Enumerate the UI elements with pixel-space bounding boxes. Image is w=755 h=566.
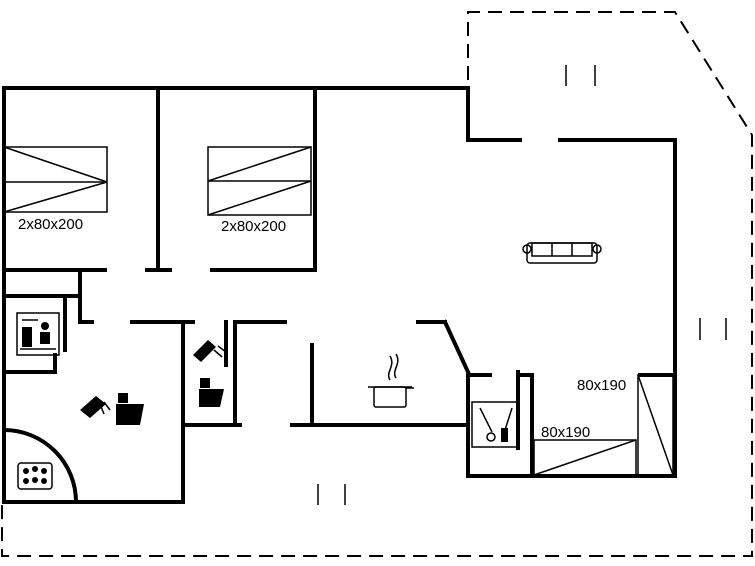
washing-icon [471, 401, 518, 448]
sofa-icon [522, 242, 602, 264]
terrace-outline [1, 11, 753, 557]
hot-tub-icon [1, 427, 79, 505]
bed-label-bedroom-1: 2x80x200 [18, 216, 83, 233]
sauna-icon [16, 312, 60, 356]
interior-walls [2, 86, 677, 478]
bed-bedroom-1 [3, 146, 108, 213]
bed-bedroom-3-upper [637, 374, 674, 476]
bed-label-bedroom-3-upper: 80x190 [577, 377, 626, 394]
bed-bedroom-2 [207, 146, 312, 216]
terrace-door-markers [317, 65, 727, 505]
shower-icon [193, 340, 227, 362]
toilet-icon [199, 378, 224, 407]
shower-icon [80, 396, 111, 418]
toilet-icon [116, 393, 144, 425]
bed-label-bedroom-2: 2x80x200 [221, 218, 286, 235]
bed-bedroom-3-lower [533, 439, 637, 476]
bed-label-bedroom-3-lower: 80x190 [541, 424, 590, 441]
cooking-pot-icon [368, 353, 414, 408]
